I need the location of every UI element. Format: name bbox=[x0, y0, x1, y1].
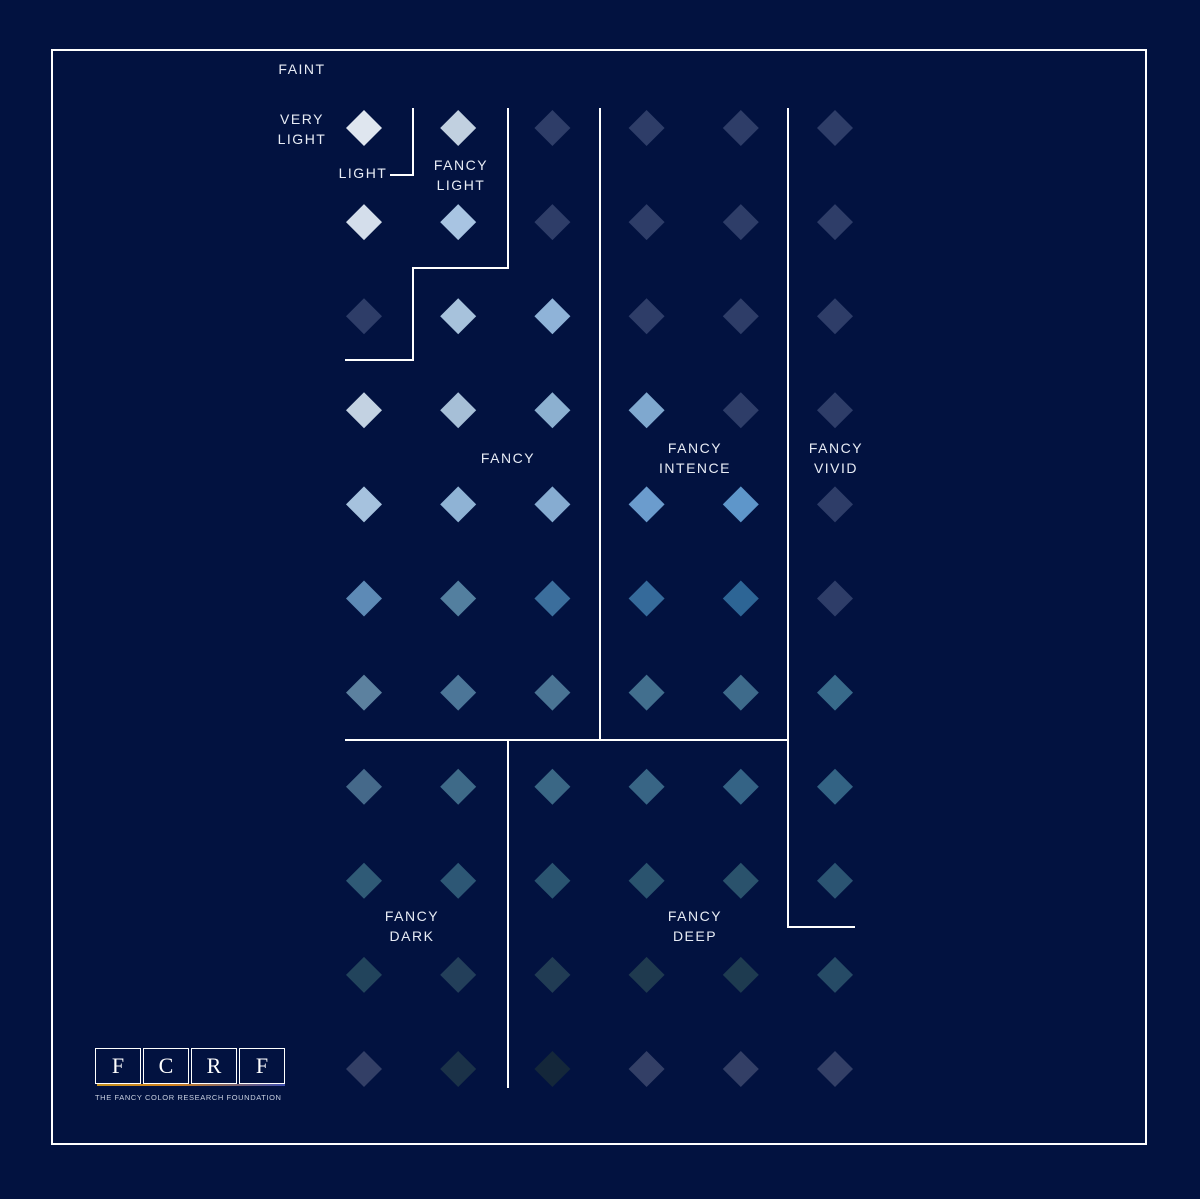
label-light: LIGHT bbox=[338, 165, 388, 181]
label-fancy-light: FANCY LIGHT bbox=[433, 157, 489, 193]
diamond-r7-c4 bbox=[628, 674, 665, 711]
diamond-r3-c6 bbox=[817, 298, 853, 335]
label-faint: FAINT bbox=[278, 61, 326, 77]
diamond-r2-c1 bbox=[346, 204, 382, 241]
diamond-r4-c3 bbox=[534, 392, 571, 429]
diamond-r6-c3 bbox=[534, 580, 571, 617]
diamond-r6-c2 bbox=[440, 580, 477, 617]
diamond-r7-c1 bbox=[346, 674, 382, 711]
diamond-r10-c3 bbox=[534, 956, 571, 993]
diamond-r3-c3 bbox=[534, 298, 571, 335]
diamond-r11-c3 bbox=[534, 1051, 571, 1087]
label-fancy-dark: FANCY DARK bbox=[384, 908, 440, 944]
logo-letter-r: R bbox=[191, 1048, 237, 1084]
label-fancy-vivid: FANCY VIVID bbox=[808, 440, 864, 476]
diamond-r5-c1 bbox=[346, 486, 382, 523]
diamond-r8-c1 bbox=[346, 768, 382, 805]
diamond-r8-c2 bbox=[440, 768, 477, 805]
diamond-r10-c2 bbox=[440, 956, 477, 993]
diamond-r2-c6 bbox=[817, 204, 853, 241]
logo-letter-f2: F bbox=[239, 1048, 285, 1084]
logo-letter-f1: F bbox=[95, 1048, 141, 1084]
diamond-r7-c5 bbox=[722, 674, 759, 711]
diamond-r9-c2 bbox=[440, 862, 477, 899]
diamond-r5-c4 bbox=[628, 486, 665, 523]
diamond-r1-c3 bbox=[534, 110, 571, 146]
diamond-r7-c2 bbox=[440, 674, 477, 711]
diamond-r5-c5 bbox=[722, 486, 759, 523]
diamond-r8-c5 bbox=[722, 768, 759, 805]
logo-letter-c: C bbox=[143, 1048, 189, 1084]
diamond-r5-c2 bbox=[440, 486, 477, 523]
diamond-r11-c6 bbox=[817, 1051, 853, 1087]
diamond-r4-c2 bbox=[440, 392, 477, 429]
diamond-r6-c5 bbox=[722, 580, 759, 617]
diamond-r2-c2 bbox=[440, 204, 477, 241]
boundary-light bbox=[390, 108, 414, 176]
diamond-r10-c4 bbox=[628, 956, 665, 993]
diamond-r4-c4 bbox=[628, 392, 665, 429]
fcrf-logo: F C R F THE FANCY COLOR RESEARCH FOUNDAT… bbox=[95, 1048, 295, 1108]
diamond-r10-c6 bbox=[817, 956, 853, 993]
diamond-r10-c5 bbox=[722, 956, 759, 993]
diamond-r3-c2 bbox=[440, 298, 477, 335]
diamond-r8-c3 bbox=[534, 768, 571, 805]
diamond-r11-c1 bbox=[346, 1051, 382, 1087]
label-fancy: FANCY bbox=[480, 450, 536, 466]
diamond-r2-c3 bbox=[534, 204, 571, 241]
diamond-r2-c4 bbox=[628, 204, 665, 241]
diamond-r1-c5 bbox=[722, 110, 759, 146]
diamond-r4-c1 bbox=[346, 392, 382, 429]
label-fancy-intence: FANCY INTENCE bbox=[659, 440, 731, 476]
diamond-r4-c5 bbox=[722, 392, 759, 429]
boundary-fancy-vivid bbox=[787, 108, 855, 928]
logo-underline bbox=[97, 1084, 285, 1086]
diamond-r8-c4 bbox=[628, 768, 665, 805]
diagram-frame bbox=[51, 49, 1147, 1145]
diamond-r4-c6 bbox=[817, 392, 853, 429]
diamond-r1-c1 bbox=[346, 110, 382, 146]
diamond-r1-c2 bbox=[440, 110, 477, 146]
diamond-r5-c6 bbox=[817, 486, 853, 523]
diamond-r11-c2 bbox=[440, 1051, 477, 1087]
diamond-r6-c1 bbox=[346, 580, 382, 617]
diamond-r11-c4 bbox=[628, 1051, 665, 1087]
diamond-r3-c1 bbox=[346, 298, 382, 335]
diamond-r7-c6 bbox=[817, 674, 853, 711]
label-fancy-deep: FANCY DEEP bbox=[667, 908, 723, 944]
diamond-r5-c3 bbox=[534, 486, 571, 523]
diamond-r1-c4 bbox=[628, 110, 665, 146]
diamond-r9-c4 bbox=[628, 862, 665, 899]
diamond-r9-c6 bbox=[817, 862, 853, 899]
diamond-r3-c5 bbox=[722, 298, 759, 335]
diamond-r9-c3 bbox=[534, 862, 571, 899]
diamond-r3-c4 bbox=[628, 298, 665, 335]
boundary-fancy-light bbox=[345, 108, 509, 361]
diamond-r6-c6 bbox=[817, 580, 853, 617]
diamond-r2-c5 bbox=[722, 204, 759, 241]
label-very-light: VERY LIGHT bbox=[277, 111, 327, 147]
diamond-r7-c3 bbox=[534, 674, 571, 711]
diamond-r8-c6 bbox=[817, 768, 853, 805]
diamond-r9-c5 bbox=[722, 862, 759, 899]
diamond-r6-c4 bbox=[628, 580, 665, 617]
diamond-r10-c1 bbox=[346, 956, 382, 993]
diamond-r9-c1 bbox=[346, 862, 382, 899]
diamond-r11-c5 bbox=[722, 1051, 759, 1087]
diamond-r1-c6 bbox=[817, 110, 853, 146]
logo-caption: THE FANCY COLOR RESEARCH FOUNDATION bbox=[95, 1093, 282, 1102]
